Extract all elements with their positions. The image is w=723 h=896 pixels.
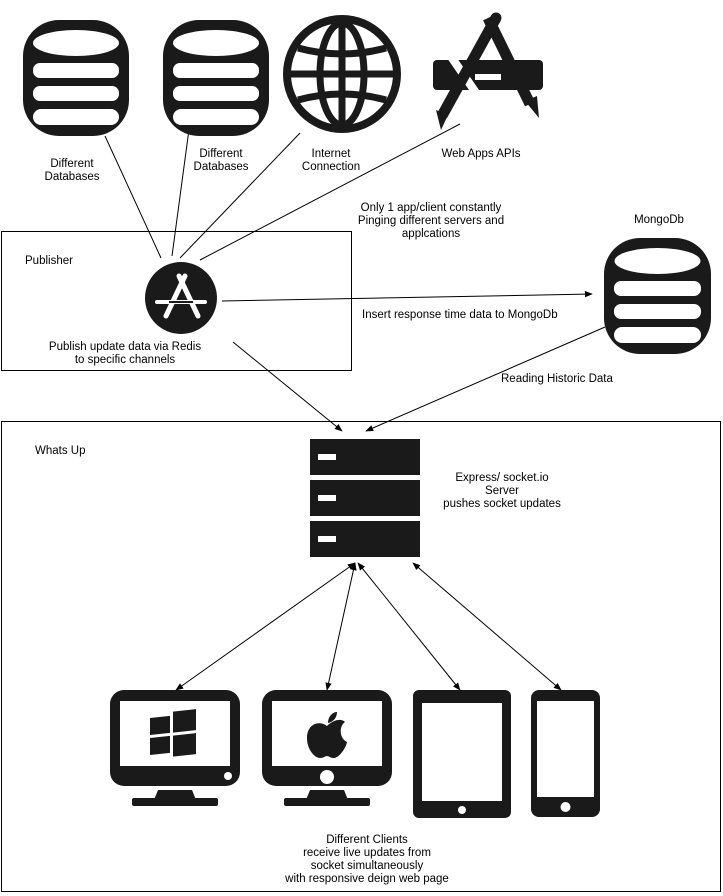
publisher-app-icon [145,262,217,334]
webapps-label: Web Apps APIs [441,148,521,160]
connector-db1 [104,135,162,259]
database-icon [23,20,129,136]
arrow-server-tablet [357,562,461,691]
server-note: Express/ socket.io Server pushes socket … [443,472,561,510]
connector-db2 [171,121,191,257]
arrow-publisher-to-mongodb [221,290,593,302]
db2-label: Different Databases [193,148,249,173]
globe-icon [283,15,401,133]
whatsup-box [1,421,721,892]
windows-monitor-icon [110,690,240,806]
publisher-title: Publisher [25,255,73,267]
insert-note: Insert response time data to MongoDb [362,309,558,321]
windows-logo-icon [150,709,196,757]
connector-internet [179,132,301,259]
db1-label: Different Databases [44,158,100,183]
arrow-mongodb-to-server [365,326,606,432]
pinging-label: Only 1 app/client constantly Pinging dif… [357,202,505,240]
internet-label: Internet Connection [301,148,361,173]
arrow-publisher-to-server [232,341,343,432]
reading-note: Reading Historic Data [501,373,613,385]
arrow-server-phone [412,562,562,691]
arrow-server-apple [325,562,357,691]
arrow-server-windows [175,562,356,691]
tablet-icon [413,690,511,818]
apple-logo-icon [307,712,347,758]
mongodb-label: MongoDb [634,214,684,226]
publisher-box [1,231,352,371]
connector-webapps [199,123,461,261]
publish-note: Publish update data via Redis to specifi… [48,341,202,366]
app-store-icon [433,12,543,130]
mongodb-database-icon [604,238,711,354]
server-icon [310,439,420,557]
phone-icon [531,690,600,817]
clients-note: Different Clients receive live updates f… [285,834,449,885]
database-icon [163,20,269,136]
apple-monitor-icon [262,690,392,806]
whatsup-title: Whats Up [35,445,86,457]
